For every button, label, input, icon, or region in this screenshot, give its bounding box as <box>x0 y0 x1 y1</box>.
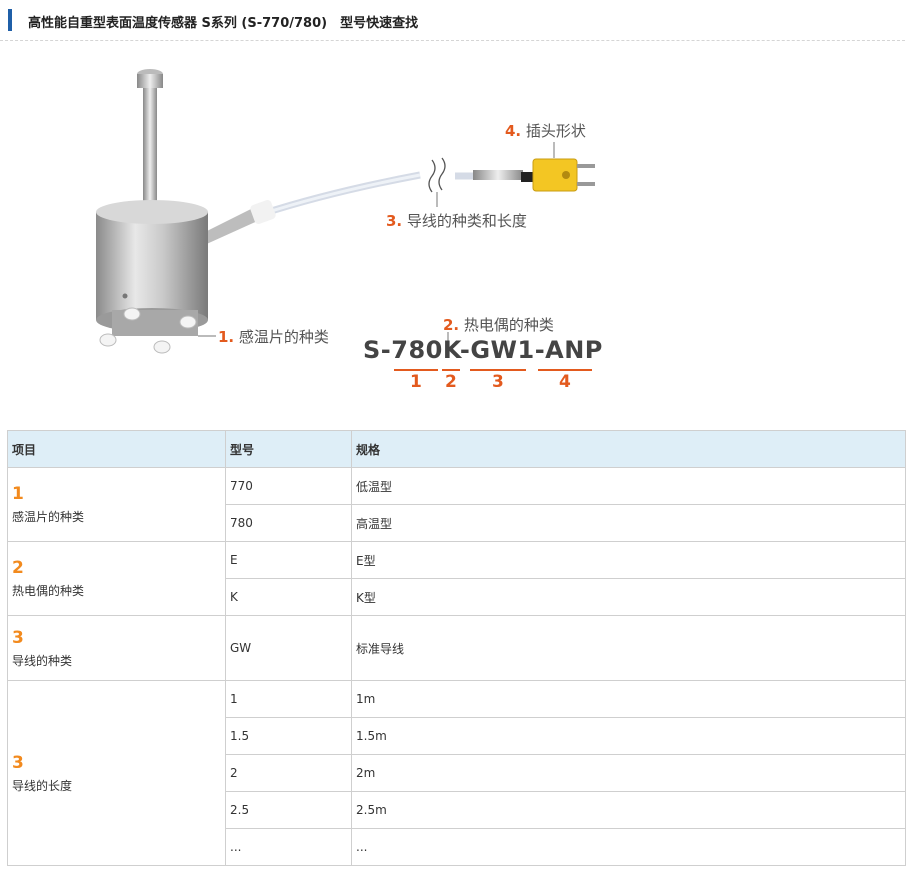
segment-number: 3 <box>492 372 504 392</box>
table-row: ... ... <box>8 828 906 866</box>
spec-cell: 1.5m <box>351 717 906 755</box>
product-diagram: 4. 插头形状 3. 导线的种类和长度 1. 感温片的种类 2. 热电偶的种类 … <box>0 42 911 430</box>
segment-number: 4 <box>559 372 571 392</box>
callout-wire-type-length: 3. 导线的种类和长度 <box>386 212 527 230</box>
item-cell: 3 导线的种类 <box>7 615 226 681</box>
callout-thermocouple-type: 2. 热电偶的种类 <box>443 316 554 334</box>
header-model: 型号 <box>225 430 352 468</box>
model-cell: E <box>225 541 352 579</box>
segment-number: 1 <box>410 372 422 392</box>
sensor-illustration <box>96 69 595 371</box>
header-spec: 规格 <box>351 430 906 468</box>
table-row: 3 导线的长度 1 1m <box>7 680 906 866</box>
spec-cell: ... <box>351 828 906 866</box>
spec-cell: 2.5m <box>351 791 906 829</box>
table-row: 2 2m <box>8 754 906 792</box>
table-row: K K型 <box>8 578 906 616</box>
spec-cell: 高温型 <box>351 504 906 542</box>
title-accent-bar <box>8 9 12 31</box>
model-cell: GW <box>225 615 352 681</box>
model-cell: 2.5 <box>225 791 352 829</box>
table-row: 1 感温片的种类 770 低温型 <box>7 467 906 542</box>
page-title: 高性能自重型表面温度传感器 S系列 (S-770/780) 型号快速查找 <box>28 16 419 31</box>
model-cell: K <box>225 578 352 616</box>
spec-cell: K型 <box>351 578 906 616</box>
spec-cell: E型 <box>351 541 906 579</box>
header-item: 项目 <box>7 430 226 468</box>
model-code: S-780K-GW1-ANP <box>363 336 603 364</box>
table-row: 2.5 2.5m <box>8 791 906 829</box>
spec-cell: 1m <box>351 680 906 718</box>
spec-cell: 2m <box>351 754 906 792</box>
spec-cell: 标准导线 <box>351 615 906 681</box>
table-row: 1.5 1.5m <box>8 717 906 755</box>
model-cell: ... <box>225 828 352 866</box>
model-spec-table: 项目 型号 规格 1 感温片的种类 770 低温型 780 高温型 2 热电偶的… <box>7 430 906 866</box>
model-cell: 1 <box>225 680 352 718</box>
item-cell: 2 热电偶的种类 <box>7 541 226 616</box>
model-cell: 1.5 <box>225 717 352 755</box>
segment-number: 2 <box>445 372 457 392</box>
item-cell: 1 感温片的种类 <box>7 467 226 542</box>
callout-sensing-plate: 1. 感温片的种类 <box>218 328 329 346</box>
title-bar: 高性能自重型表面温度传感器 S系列 (S-770/780) 型号快速查找 <box>0 0 905 41</box>
model-cell: 770 <box>225 467 352 505</box>
model-cell: 780 <box>225 504 352 542</box>
table-header-row: 项目 型号 规格 <box>7 430 906 468</box>
callout-plug-shape: 4. 插头形状 <box>505 122 586 140</box>
table-row: 3 导线的种类 GW 标准导线 <box>7 615 906 681</box>
spec-cell: 低温型 <box>351 467 906 505</box>
item-cell: 3 导线的长度 <box>7 680 226 866</box>
model-cell: 2 <box>225 754 352 792</box>
table-row: 2 热电偶的种类 E E型 <box>7 541 906 616</box>
